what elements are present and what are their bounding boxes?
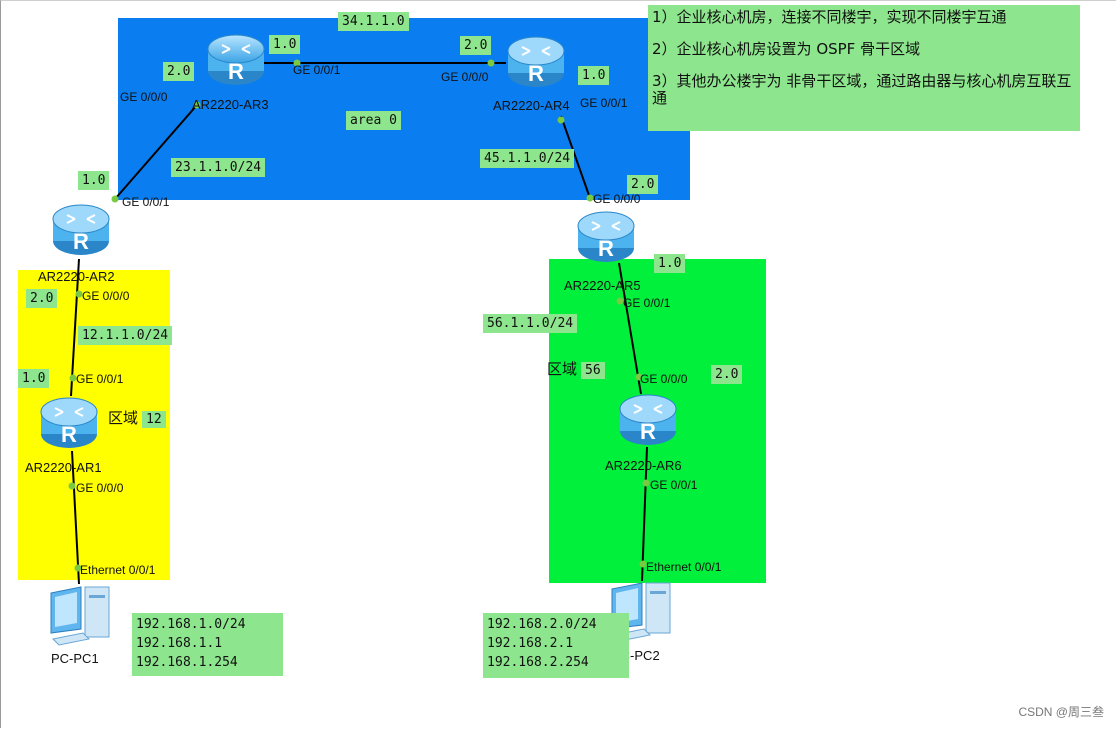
network-label-12: 12.1.1.0/24 [78, 326, 173, 345]
svg-text:R: R [528, 61, 544, 86]
router-name-ar5: AR2220-AR5 [564, 278, 641, 293]
port-dot [69, 374, 77, 382]
host-id-label: 1.0 [78, 171, 110, 190]
pc1-address-box: 192.168.1.0/24 192.168.1.1 192.168.1.254 [132, 613, 283, 676]
port-dot [635, 373, 643, 381]
address-line: 192.168.2.1 [487, 636, 574, 651]
link-ar2-ar1 [70, 258, 80, 397]
port-label: GE 0/0/1 [650, 478, 698, 492]
pc2-address-box: 192.168.2.0/24 192.168.2.1 192.168.2.254 [483, 613, 629, 678]
host-id-label: 2.0 [163, 62, 195, 81]
host-id-label: 1.0 [18, 369, 50, 388]
note-line-2: 2）企业核心机房设置为 OSPF 骨干区域 [652, 40, 921, 58]
port-label: GE 0/0/0 [593, 192, 641, 206]
link-ar6-pc2 [641, 446, 648, 582]
router-icon[interactable]: R [618, 391, 678, 449]
address-line: 192.168.1.0/24 [136, 617, 246, 632]
pc-icon[interactable] [47, 583, 113, 649]
port-label: GE 0/0/0 [441, 70, 489, 84]
pc-name-pc1: PC-PC1 [51, 651, 99, 666]
port-dot [586, 194, 594, 202]
network-label-34: 34.1.1.0 [338, 12, 409, 31]
port-label: GE 0/0/0 [120, 90, 168, 104]
port-dot [193, 101, 201, 109]
link-ar4-ar5 [560, 115, 592, 202]
port-label: GE 0/0/0 [82, 289, 130, 303]
port-dot [68, 482, 76, 490]
port-label: GE 0/0/1 [122, 195, 170, 209]
network-label-45: 45.1.1.0/24 [480, 149, 575, 168]
port-dot [74, 564, 82, 572]
router-name-ar6: AR2220-AR6 [605, 458, 682, 473]
address-line: 192.168.2.254 [487, 655, 589, 670]
host-id-label: 1.0 [578, 66, 610, 85]
router-name-ar2: AR2220-AR2 [38, 269, 115, 284]
port-label: GE 0/0/1 [580, 96, 628, 110]
address-line: 192.168.1.254 [136, 655, 238, 670]
host-id-label: 1.0 [269, 35, 301, 54]
host-id-label: 2.0 [26, 289, 58, 308]
svg-text:R: R [61, 422, 77, 447]
svg-text:R: R [640, 419, 656, 444]
area-number: 56 [581, 362, 605, 379]
area-prefix: 区域 [547, 360, 578, 378]
port-dot [111, 195, 119, 203]
link-ar1-pc1 [71, 450, 80, 585]
backbone-area-label: area 0 [346, 111, 401, 130]
host-id-label: 2.0 [460, 36, 492, 55]
area-number: 12 [142, 411, 166, 428]
port-dot [487, 59, 495, 67]
svg-text:R: R [598, 236, 614, 261]
area-prefix: 区域 [108, 409, 139, 427]
host-id-label: 1.0 [654, 254, 686, 273]
address-line: 192.168.2.0/24 [487, 617, 597, 632]
router-icon[interactable]: R [506, 33, 566, 91]
link-ar2-ar3 [114, 104, 198, 200]
link-ar5-ar6 [618, 262, 642, 395]
router-name-ar3: AR2220-AR3 [192, 97, 269, 112]
port-dot [557, 116, 565, 124]
port-label: GE 0/0/0 [640, 372, 688, 386]
pc-icon[interactable] [608, 579, 674, 645]
router-icon[interactable]: R [39, 394, 99, 452]
network-label-56: 56.1.1.0/24 [483, 314, 578, 333]
router-name-ar4: AR2220-AR4 [493, 98, 570, 113]
host-id-label: 2.0 [627, 175, 659, 194]
router-icon[interactable]: R [206, 31, 266, 89]
port-label: GE 0/0/1 [76, 372, 124, 386]
note-line-3: 3）其他办公楼宇为 非骨干区域，通过路由器与核心机房互联互通 [652, 72, 1072, 107]
port-label: Ethernet 0/0/1 [80, 563, 156, 577]
watermark: CSDN @周三叁 [1018, 705, 1104, 719]
address-line: 192.168.1.1 [136, 636, 223, 651]
host-id-label: 2.0 [711, 365, 743, 384]
router-name-ar1: AR2220-AR1 [25, 460, 102, 475]
network-label-23: 23.1.1.0/24 [171, 158, 266, 177]
svg-text:R: R [228, 59, 244, 84]
router-icon[interactable]: R [576, 208, 636, 266]
port-dot [293, 59, 301, 67]
port-dot [75, 290, 83, 298]
port-dot [616, 297, 624, 305]
port-label: GE 0/0/1 [623, 296, 671, 310]
router-icon[interactable]: R [51, 201, 111, 259]
port-label: GE 0/0/1 [293, 63, 341, 77]
port-label: Ethernet 0/0/1 [646, 560, 722, 574]
requirements-note: 1）企业核心机房，连接不同楼宇，实现不同楼宇互通 2）企业核心机房设置为 OSP… [648, 5, 1080, 131]
note-line-1: 1）企业核心机房，连接不同楼宇，实现不同楼宇互通 [652, 8, 1007, 26]
port-label: GE 0/0/0 [76, 481, 124, 495]
port-dot [642, 479, 650, 487]
svg-text:R: R [73, 229, 89, 254]
port-dot [639, 560, 647, 568]
